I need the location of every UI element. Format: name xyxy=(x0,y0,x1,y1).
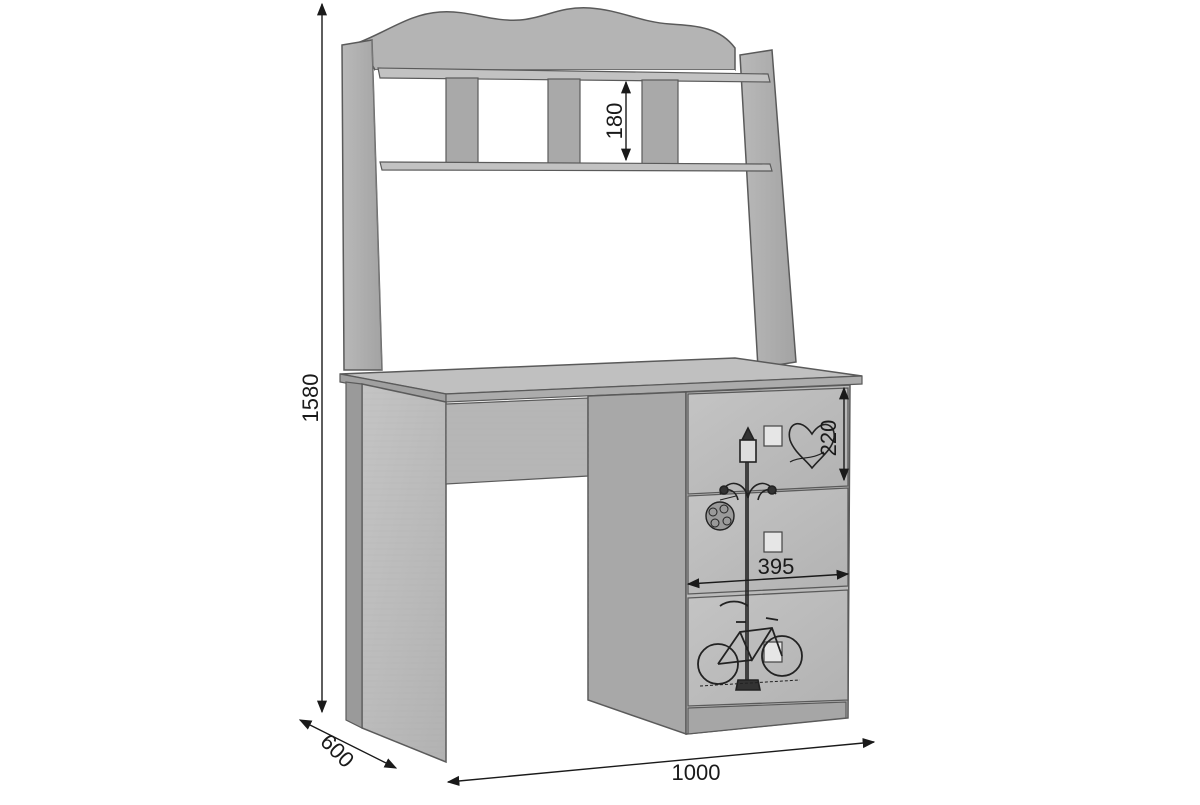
left-leg xyxy=(345,381,447,764)
shelf-gap-label: 180 xyxy=(602,103,627,140)
width-dimension-line xyxy=(446,738,876,786)
depth-dimension-line xyxy=(298,719,398,769)
drawer-height-label: 220 xyxy=(816,420,841,457)
drawer-width-dimension-line xyxy=(686,569,850,589)
height-label: 1580 xyxy=(298,374,323,423)
hutch-back-panel xyxy=(358,7,736,71)
desk-top xyxy=(339,357,863,403)
hutch xyxy=(341,7,797,371)
drawer-2-handle[interactable] xyxy=(763,531,783,553)
hutch-right-side xyxy=(739,49,797,369)
bicycle-icon xyxy=(697,600,803,687)
drawer-width-label: 395 xyxy=(758,554,795,579)
drawer-1-handle[interactable] xyxy=(763,425,783,447)
flower-basket-icon xyxy=(705,495,737,531)
heart-with-script-icon xyxy=(788,422,835,470)
drawer-3-handle[interactable] xyxy=(763,641,783,663)
hutch-divider-1 xyxy=(445,77,479,165)
hutch-divider-2 xyxy=(547,78,581,166)
hutch-lower-shelf xyxy=(379,161,773,172)
depth-label: 600 xyxy=(315,729,359,773)
dimensions xyxy=(298,2,876,786)
drawer-pedestal xyxy=(587,384,851,736)
hutch-divider-3 xyxy=(641,79,679,167)
width-label: 1000 xyxy=(672,760,721,785)
